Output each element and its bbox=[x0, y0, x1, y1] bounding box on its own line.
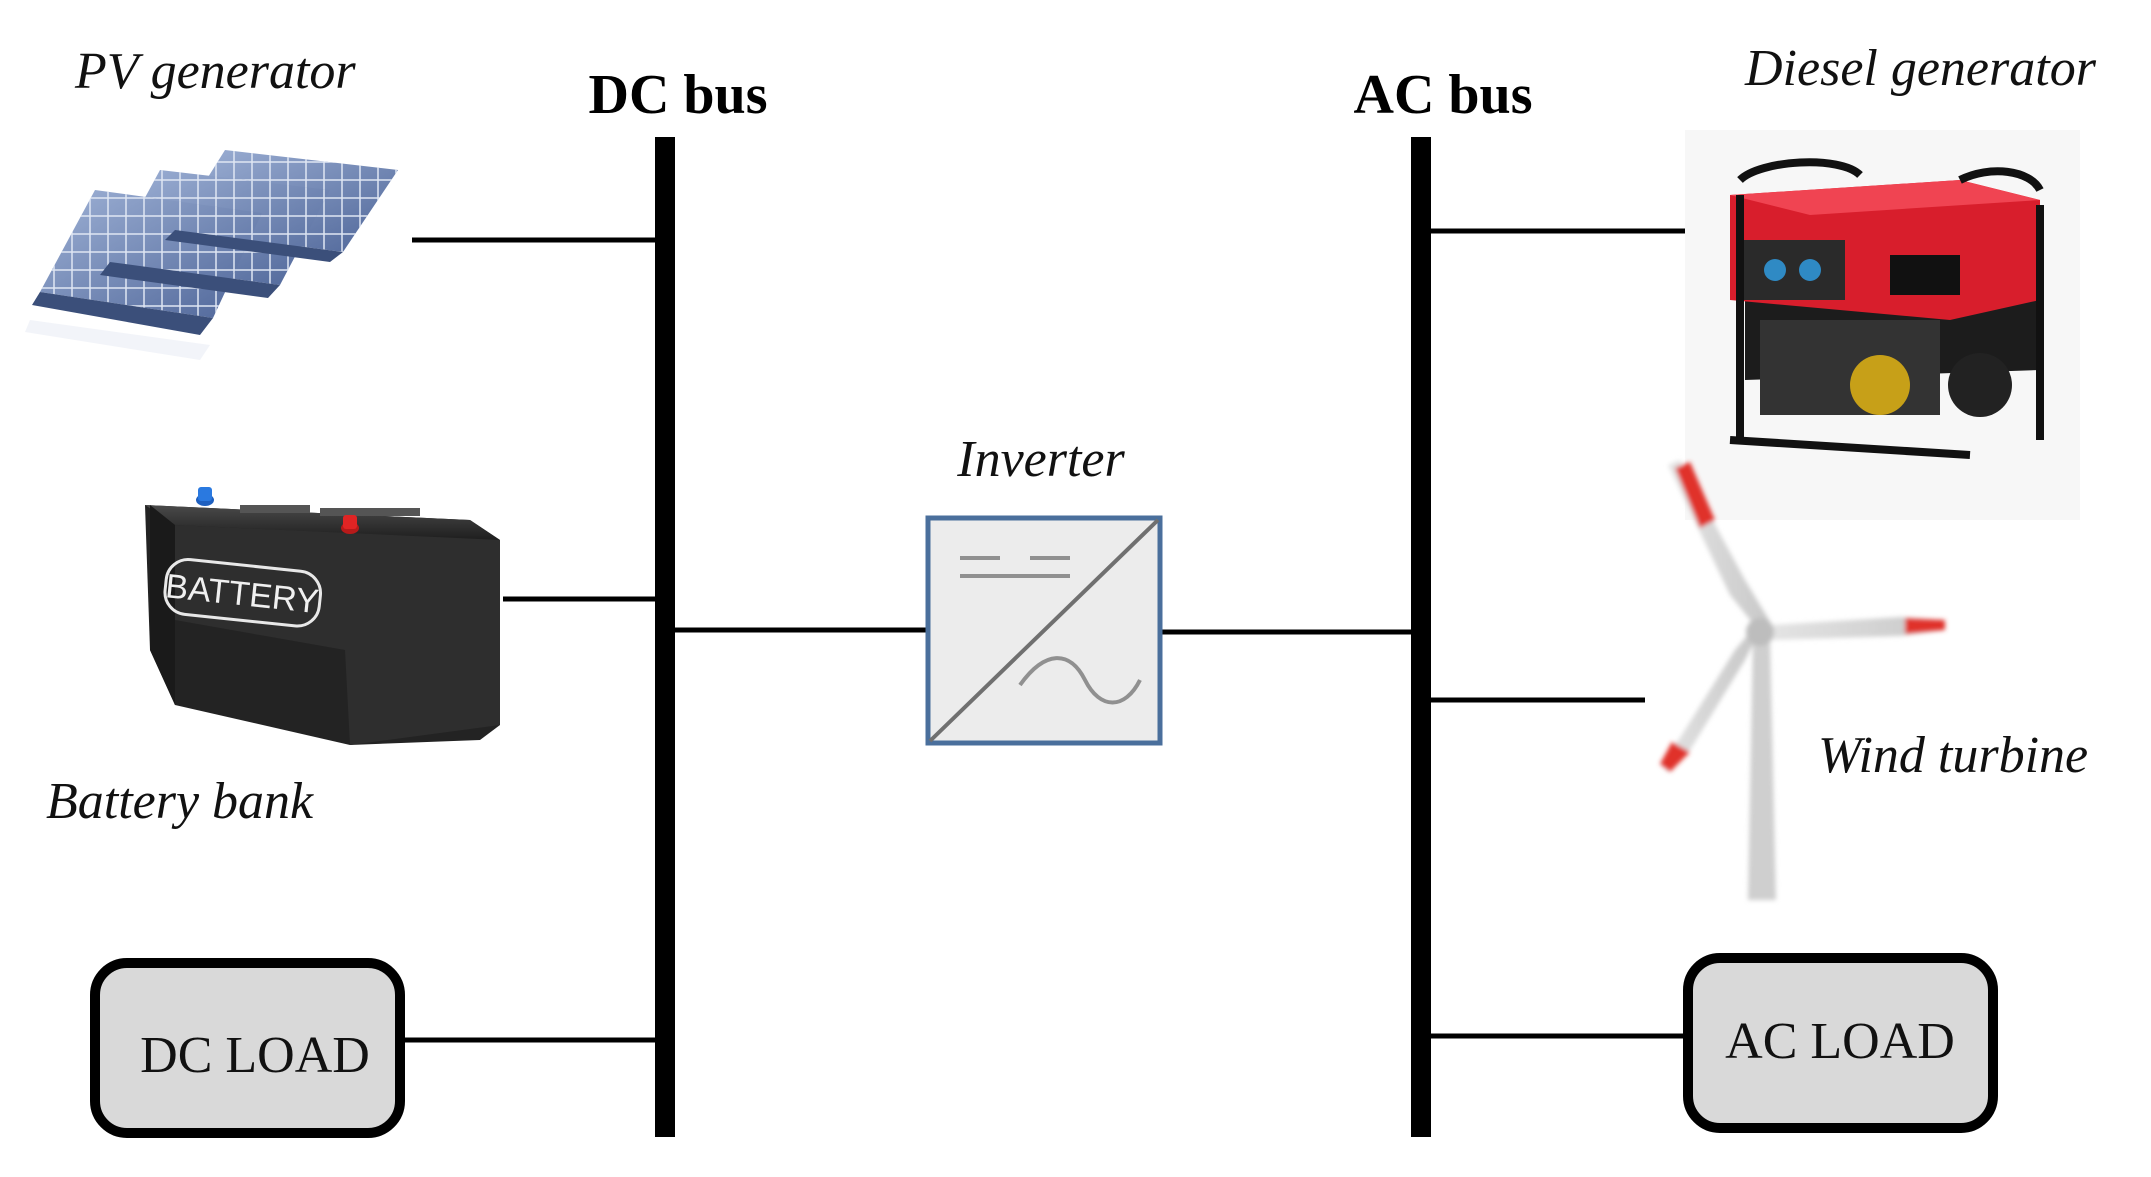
inverter-icon bbox=[925, 515, 1163, 746]
ac-load-box bbox=[1683, 953, 1998, 1133]
pv-generator-label: PV generator bbox=[74, 43, 356, 100]
battery-bank-label: Battery bank bbox=[46, 773, 314, 830]
dc-load-box bbox=[90, 958, 405, 1138]
dc-bus-bar bbox=[655, 137, 675, 1137]
solar-panel-icon bbox=[25, 150, 398, 360]
diesel-generator-icon bbox=[1685, 130, 2080, 520]
dc-bus-label: DC bus bbox=[589, 64, 768, 126]
ac-load-label: AC LOAD bbox=[1725, 1013, 1955, 1070]
dc-load-label: DC LOAD bbox=[140, 1027, 370, 1084]
diesel-generator-label: Diesel generator bbox=[1744, 40, 2097, 97]
wind-turbine-icon bbox=[1660, 460, 1945, 900]
wind-turbine-label: Wind turbine bbox=[1818, 727, 2088, 784]
ac-bus-bar bbox=[1411, 137, 1431, 1137]
inverter-label: Inverter bbox=[956, 431, 1125, 488]
ac-bus-label: AC bus bbox=[1354, 64, 1533, 126]
connection-lines bbox=[400, 228, 1685, 1043]
battery-icon: BATTERY bbox=[145, 487, 500, 745]
